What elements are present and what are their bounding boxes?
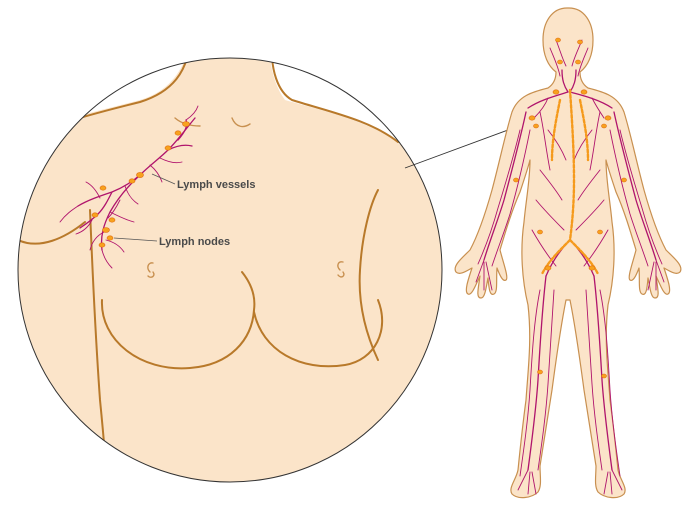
torso-skin <box>18 30 455 500</box>
magnified-chest-inset: Lymph vessels Lymph nodes <box>18 30 455 500</box>
lymph-vessels-label: Lymph vessels <box>177 179 255 191</box>
lymph-nodes-label: Lymph nodes <box>159 236 230 248</box>
body-silhouette <box>455 8 681 498</box>
full-body-figure <box>455 8 681 498</box>
